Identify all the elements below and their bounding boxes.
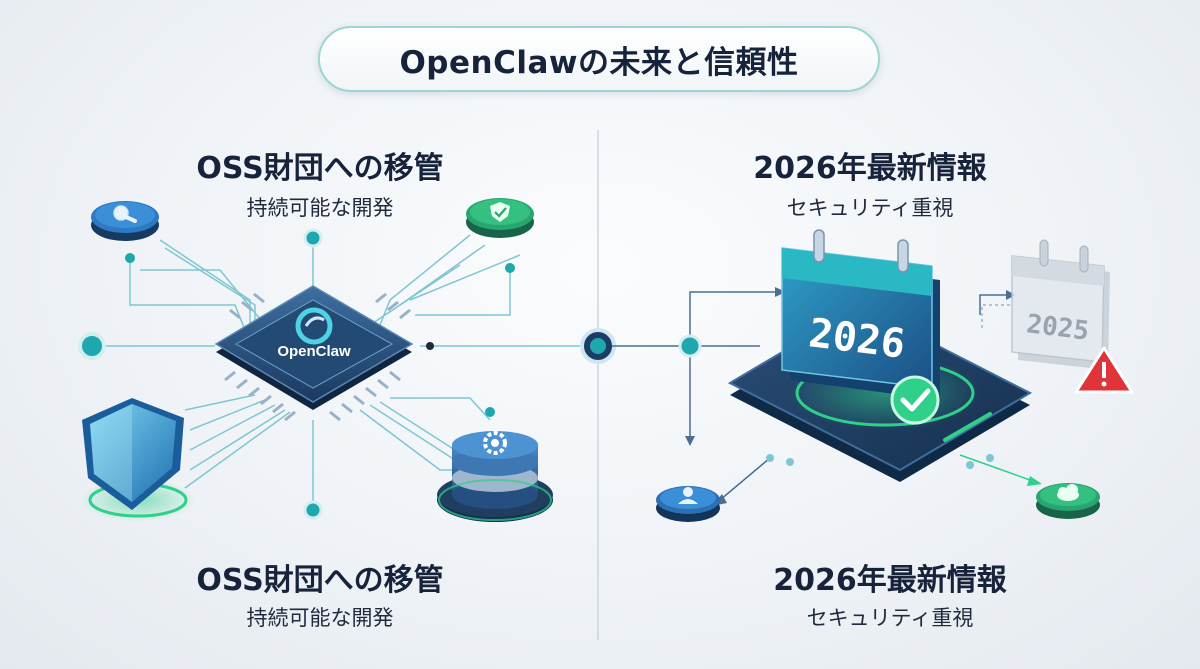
user-node (656, 486, 720, 522)
database-node (437, 431, 553, 522)
node-dots-left (78, 228, 515, 520)
green-arrow-head (1027, 476, 1042, 486)
page-title: OpenClawの未来と信頼性 (399, 44, 799, 81)
openclaw-logo-icon (295, 307, 333, 345)
shield-node (80, 398, 196, 522)
right-bottom-subheading: セキュリティ重視 (806, 606, 974, 630)
openclaw-chip: OpenClaw (214, 285, 414, 422)
shield-check-node (466, 198, 534, 238)
shield-icon (82, 398, 184, 510)
chip-label: OpenClaw (277, 343, 351, 360)
right-top-subheading: セキュリティ重視 (786, 196, 954, 220)
circuit-lines (100, 234, 585, 505)
cloud-upload-icon (1057, 484, 1079, 501)
center-connector-node (580, 328, 616, 364)
left-bottom-heading: OSS財団への移管 (196, 563, 444, 598)
search-icon (113, 205, 137, 223)
green-flow-lines (959, 454, 1031, 481)
calendar-2026: 2026 (781, 229, 940, 425)
title-banner: OpenClawの未来と信頼性 (318, 26, 880, 92)
left-top-subheading: 持続可能な開発 (246, 196, 394, 220)
right-bottom-heading: 2026年最新情報 (773, 563, 1007, 598)
calendar-2025: 2025 (981, 239, 1110, 370)
chip-pins (224, 292, 411, 422)
right-top-heading: 2026年最新情報 (753, 151, 987, 186)
warning-icon (1074, 346, 1134, 394)
left-top-heading: OSS財団への移管 (196, 151, 444, 186)
shield-check-icon (490, 202, 510, 222)
calendar-rings (813, 229, 909, 273)
user-icon (678, 487, 698, 504)
search-node (91, 201, 159, 241)
cloud-node (1036, 483, 1100, 519)
gear-icon (483, 431, 507, 455)
check-icon (890, 375, 940, 425)
node-dots-right (678, 334, 994, 469)
left-bottom-subheading: 持続可能な開発 (246, 606, 394, 630)
